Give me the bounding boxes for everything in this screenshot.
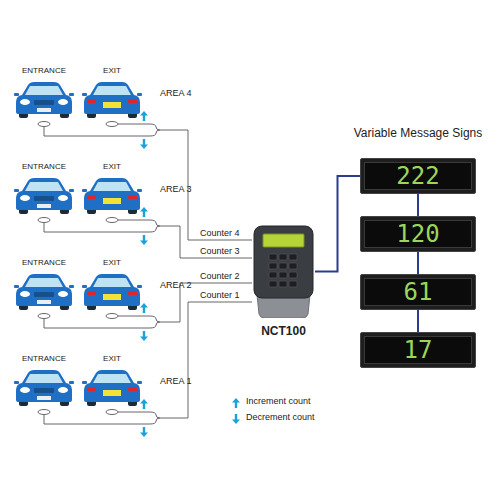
counter-label: Counter 2 — [200, 272, 240, 282]
loop-wire — [118, 316, 150, 317]
entrance-car — [14, 274, 74, 310]
exit-car — [82, 274, 142, 310]
counter-label: Counter 4 — [200, 229, 240, 239]
keypad-key — [289, 272, 297, 278]
exit-car — [82, 178, 142, 214]
lane-label: EXIT — [103, 67, 121, 76]
counter-label: Counter 1 — [200, 291, 240, 301]
counter-wire — [160, 302, 252, 418]
increment-arrow — [140, 399, 148, 409]
lane-label: ENTRANCE — [22, 67, 66, 76]
lane-label: EXIT — [103, 163, 121, 172]
counter-label: Counter 3 — [200, 247, 240, 257]
decrement-arrow — [140, 235, 148, 245]
keypad-key — [289, 263, 297, 269]
exit-car — [82, 82, 142, 118]
increment-arrow — [140, 111, 148, 121]
message-sign: 17 — [360, 332, 476, 368]
loop-wire — [44, 415, 150, 424]
area-label: AREA 2 — [160, 281, 192, 291]
entrance-car — [14, 370, 74, 406]
increment-arrow — [140, 303, 148, 313]
merge-bracket — [150, 316, 160, 328]
legend-text: Increment count — [246, 397, 311, 407]
decrement-arrow — [140, 427, 148, 437]
legend-text: Decrement count — [246, 413, 315, 423]
device-name: NCT100 — [261, 324, 306, 338]
display-panel: 61 — [364, 278, 472, 306]
area-label: AREA 3 — [160, 185, 192, 195]
increment-arrow — [232, 398, 240, 408]
merge-bracket — [150, 412, 160, 424]
keypad-key — [279, 254, 287, 260]
sign-count: 61 — [404, 280, 433, 304]
sign-count: 222 — [396, 164, 439, 188]
keypad-key — [279, 263, 287, 269]
display-panel: 222 — [364, 162, 472, 190]
entrance-car — [14, 178, 74, 214]
loop-sensor — [106, 410, 118, 415]
loop-wire — [118, 220, 150, 221]
decrement-arrow — [140, 331, 148, 341]
lane-label: EXIT — [103, 259, 121, 268]
message-sign: 61 — [360, 274, 476, 310]
keypad-key — [269, 263, 277, 269]
loop-sensor — [106, 314, 118, 319]
signal-link — [417, 252, 419, 274]
area-label: AREA 4 — [160, 89, 192, 99]
loop-wire — [118, 412, 150, 413]
entrance-car — [14, 82, 74, 118]
keypad-key — [269, 281, 277, 287]
lane-label: ENTRANCE — [22, 163, 66, 172]
merge-bracket — [150, 124, 160, 136]
keypad-key — [279, 272, 287, 278]
display-panel: 120 — [364, 220, 472, 248]
loop-wire — [44, 127, 150, 136]
lane-label: ENTRANCE — [22, 259, 66, 268]
controller-device: NCT100 — [252, 225, 315, 318]
loop-sensor — [38, 218, 50, 223]
lane-label: EXIT — [103, 355, 121, 364]
group-title: Variable Message Signs — [354, 127, 483, 140]
lcd-screen — [263, 234, 304, 247]
keypad-key — [269, 272, 277, 278]
loop-wire — [44, 223, 150, 232]
sign-count: 17 — [404, 338, 433, 362]
decrement-arrow — [140, 139, 148, 149]
message-sign: 222 — [360, 158, 476, 194]
display-panel: 17 — [364, 336, 472, 364]
controller-body — [252, 225, 315, 318]
loop-sensor — [38, 314, 50, 319]
loop-wire — [44, 319, 150, 328]
loop-sensor — [38, 122, 50, 127]
sign-count: 120 — [396, 222, 439, 246]
signal-link — [417, 194, 419, 216]
loop-sensor — [106, 122, 118, 127]
counter-wire — [160, 130, 252, 240]
message-sign: 120 — [360, 216, 476, 252]
loop-sensor — [106, 218, 118, 223]
housing-front — [254, 226, 313, 298]
increment-arrow — [140, 207, 148, 217]
signal-link — [417, 310, 419, 332]
loop-wire — [118, 124, 150, 125]
decrement-arrow — [232, 414, 240, 424]
exit-car — [82, 370, 142, 406]
area-label: AREA 1 — [160, 377, 192, 387]
counter-wire — [160, 226, 252, 258]
keypad-key — [289, 281, 297, 287]
merge-bracket — [150, 220, 160, 232]
keypad-key — [269, 254, 277, 260]
keypad-key — [279, 281, 287, 287]
keypad-key — [289, 254, 297, 260]
signal-link — [315, 176, 360, 272]
lane-label: ENTRANCE — [22, 355, 66, 364]
loop-sensor — [38, 410, 50, 415]
